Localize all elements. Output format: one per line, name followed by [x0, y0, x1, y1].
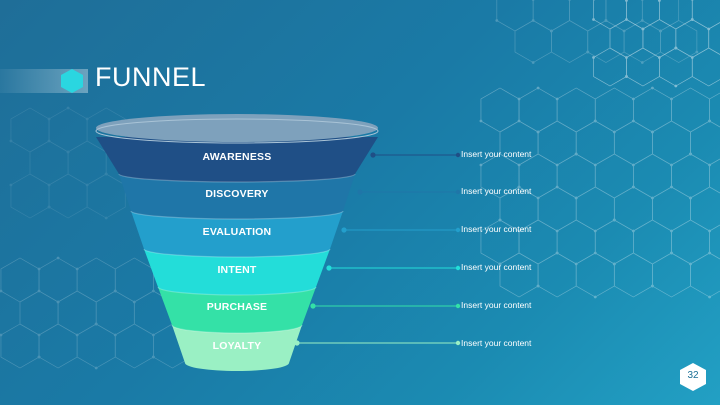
stage-label-awareness: AWARENESS [202, 151, 272, 163]
connector-dot-discovery [357, 189, 363, 195]
funnel-top-opening [96, 114, 378, 142]
connector-dot-evaluation [341, 227, 347, 233]
stage-detail-awareness: Insert your content [461, 149, 532, 159]
funnel-rim [157, 286, 317, 296]
funnel-band-loyalty [172, 325, 302, 371]
connector-dot-purchase [310, 303, 316, 309]
connector-end-dot-intent [455, 265, 461, 271]
funnel-rim [171, 324, 303, 334]
page-number-badge [680, 363, 706, 391]
funnel-band-discovery [119, 174, 355, 219]
stage-detail-evaluation: Insert your content [461, 224, 532, 234]
connector-dot-awareness [370, 152, 376, 158]
connector-dot-intent [326, 265, 332, 271]
funnel-top-rim [95, 118, 379, 144]
connector-end-dot-awareness [455, 152, 461, 158]
stage-label-purchase: PURCHASE [206, 301, 268, 313]
page-title: FUNNEL [95, 62, 207, 92]
connector-end-dot-purchase [455, 303, 461, 309]
stage-label-discovery: DISCOVERY [205, 188, 269, 200]
stage-detail-discovery: Insert your content [461, 186, 532, 196]
funnel-band-evaluation [131, 211, 343, 257]
funnel-band-awareness [96, 137, 378, 182]
connector-end-dot-loyalty [455, 340, 461, 346]
hex-cluster [592, 0, 720, 88]
stage-label-intent: INTENT [217, 264, 257, 276]
stage-label-loyalty: LOYALTY [212, 340, 262, 352]
stage-detail-intent: Insert your content [461, 262, 532, 272]
connector-dot-loyalty [294, 340, 300, 346]
funnel-rim [130, 210, 344, 220]
stage-label-evaluation: EVALUATION [202, 226, 272, 238]
funnel-rim [118, 173, 356, 183]
stage-detail-loyalty: Insert your content [461, 338, 532, 348]
hex-cluster [479, 86, 720, 299]
funnel-band-purchase [158, 287, 316, 333]
hex-cluster [495, 0, 699, 64]
stage-detail-purchase: Insert your content [461, 300, 532, 310]
funnel-band-intent [144, 249, 330, 295]
funnel-rim [143, 248, 331, 258]
hexagon-icon [61, 69, 83, 93]
connector-end-dot-discovery [455, 189, 461, 195]
connector-end-dot-evaluation [455, 227, 461, 233]
page-number: 32 [687, 370, 699, 381]
